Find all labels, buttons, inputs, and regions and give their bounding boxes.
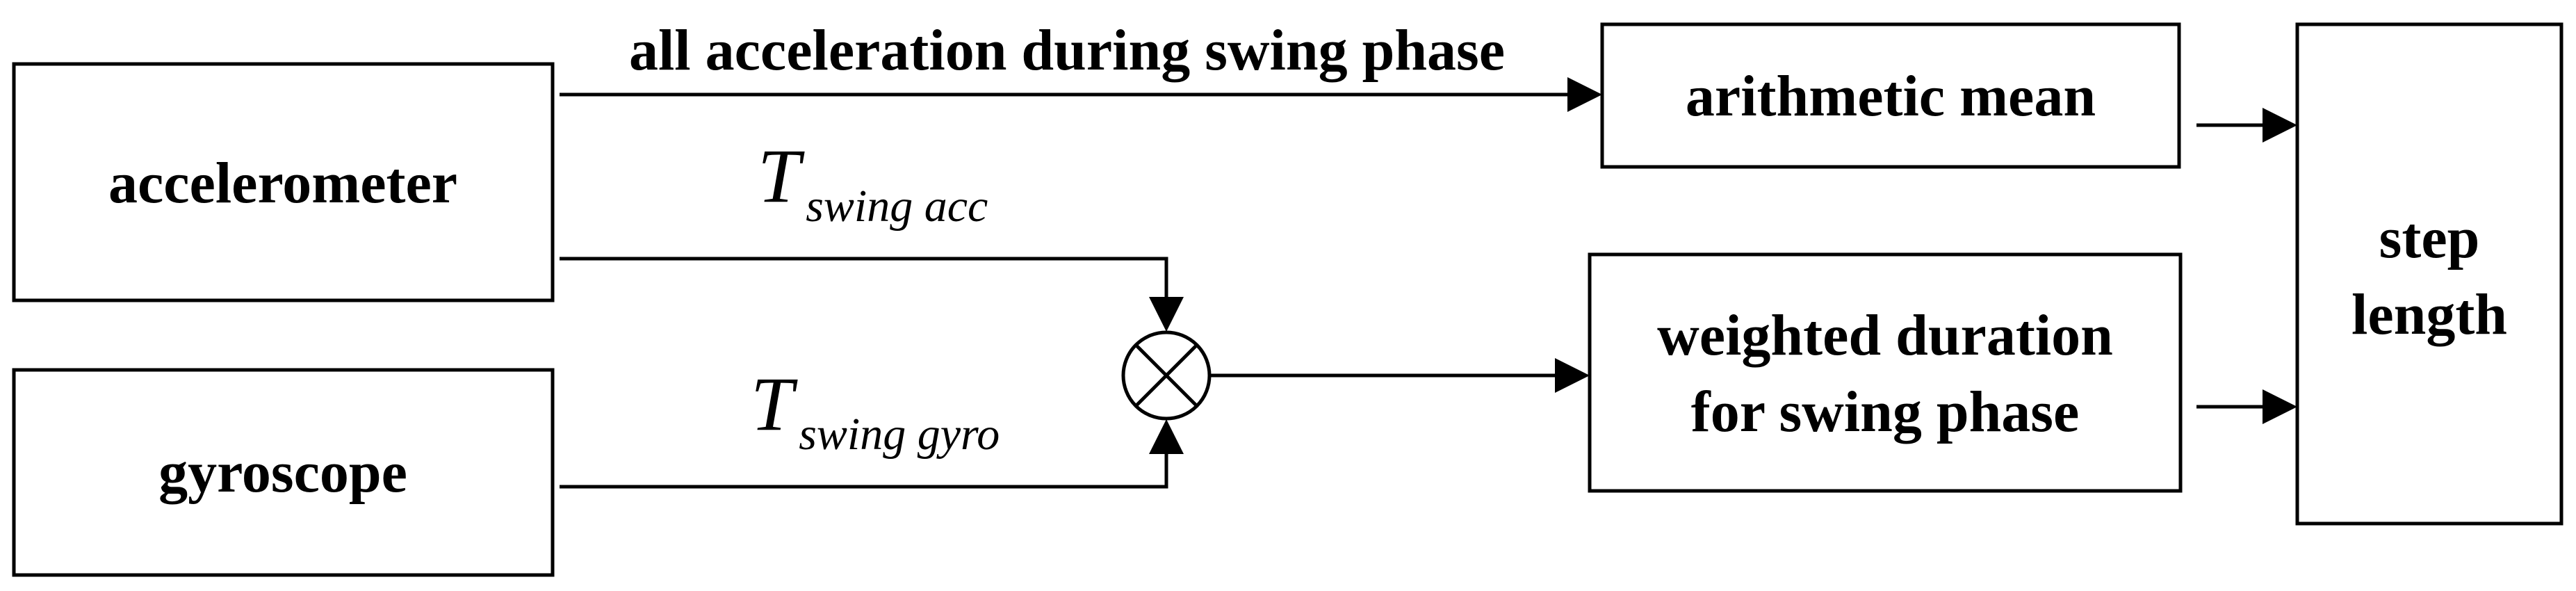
edge-label-all-acceleration: all acceleration during swing phase — [629, 18, 1505, 83]
accelerometer-node: accelerometer — [12, 62, 555, 302]
multiplier-node — [1121, 330, 1212, 421]
step-length-label-line1: step — [2379, 206, 2480, 270]
gyroscope-label: gyroscope — [158, 440, 407, 505]
accelerometer-label: accelerometer — [108, 151, 457, 216]
step-length-node: step length — [2295, 22, 2563, 526]
weighted-duration-node: weighted duration for swing phase — [1588, 252, 2183, 493]
arithmetic-mean-node: arithmetic mean — [1600, 22, 2181, 169]
step-length-label-line2: length — [2351, 282, 2507, 347]
weighted-duration-label-line2: for swing phase — [1691, 380, 2080, 444]
arithmetic-mean-label: arithmetic mean — [1686, 64, 2096, 129]
gyroscope-node: gyroscope — [12, 368, 555, 577]
weighted-duration-label-line1: weighted duration — [1657, 303, 2113, 368]
edge-accelerometer-to-arithmetic-mean: all acceleration during swing phase — [560, 18, 1602, 112]
